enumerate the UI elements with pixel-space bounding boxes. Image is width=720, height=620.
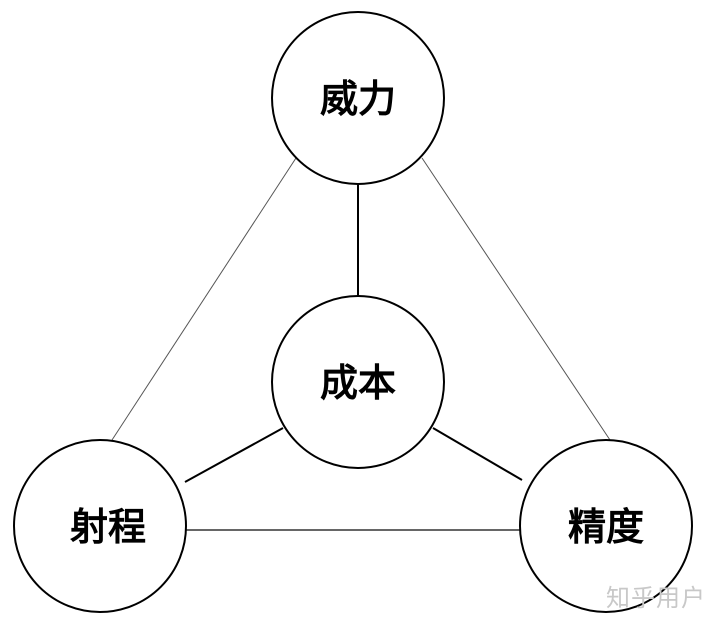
node-cost-label: 成本 <box>320 361 396 405</box>
node-power-label: 威力 <box>320 77 396 121</box>
edge-cost-range <box>184 427 284 483</box>
node-cost: 成本 <box>271 295 445 469</box>
edge-cost-precision <box>432 427 523 481</box>
node-range-label: 射程 <box>70 505 146 549</box>
edge-power-precision <box>421 157 611 441</box>
node-range: 射程 <box>13 439 187 613</box>
node-power: 威力 <box>271 11 445 185</box>
edge-power-range <box>111 157 297 441</box>
node-precision-label: 精度 <box>568 505 644 549</box>
node-precision: 精度 <box>519 439 693 613</box>
watermark: 知乎用户 <box>606 584 706 612</box>
